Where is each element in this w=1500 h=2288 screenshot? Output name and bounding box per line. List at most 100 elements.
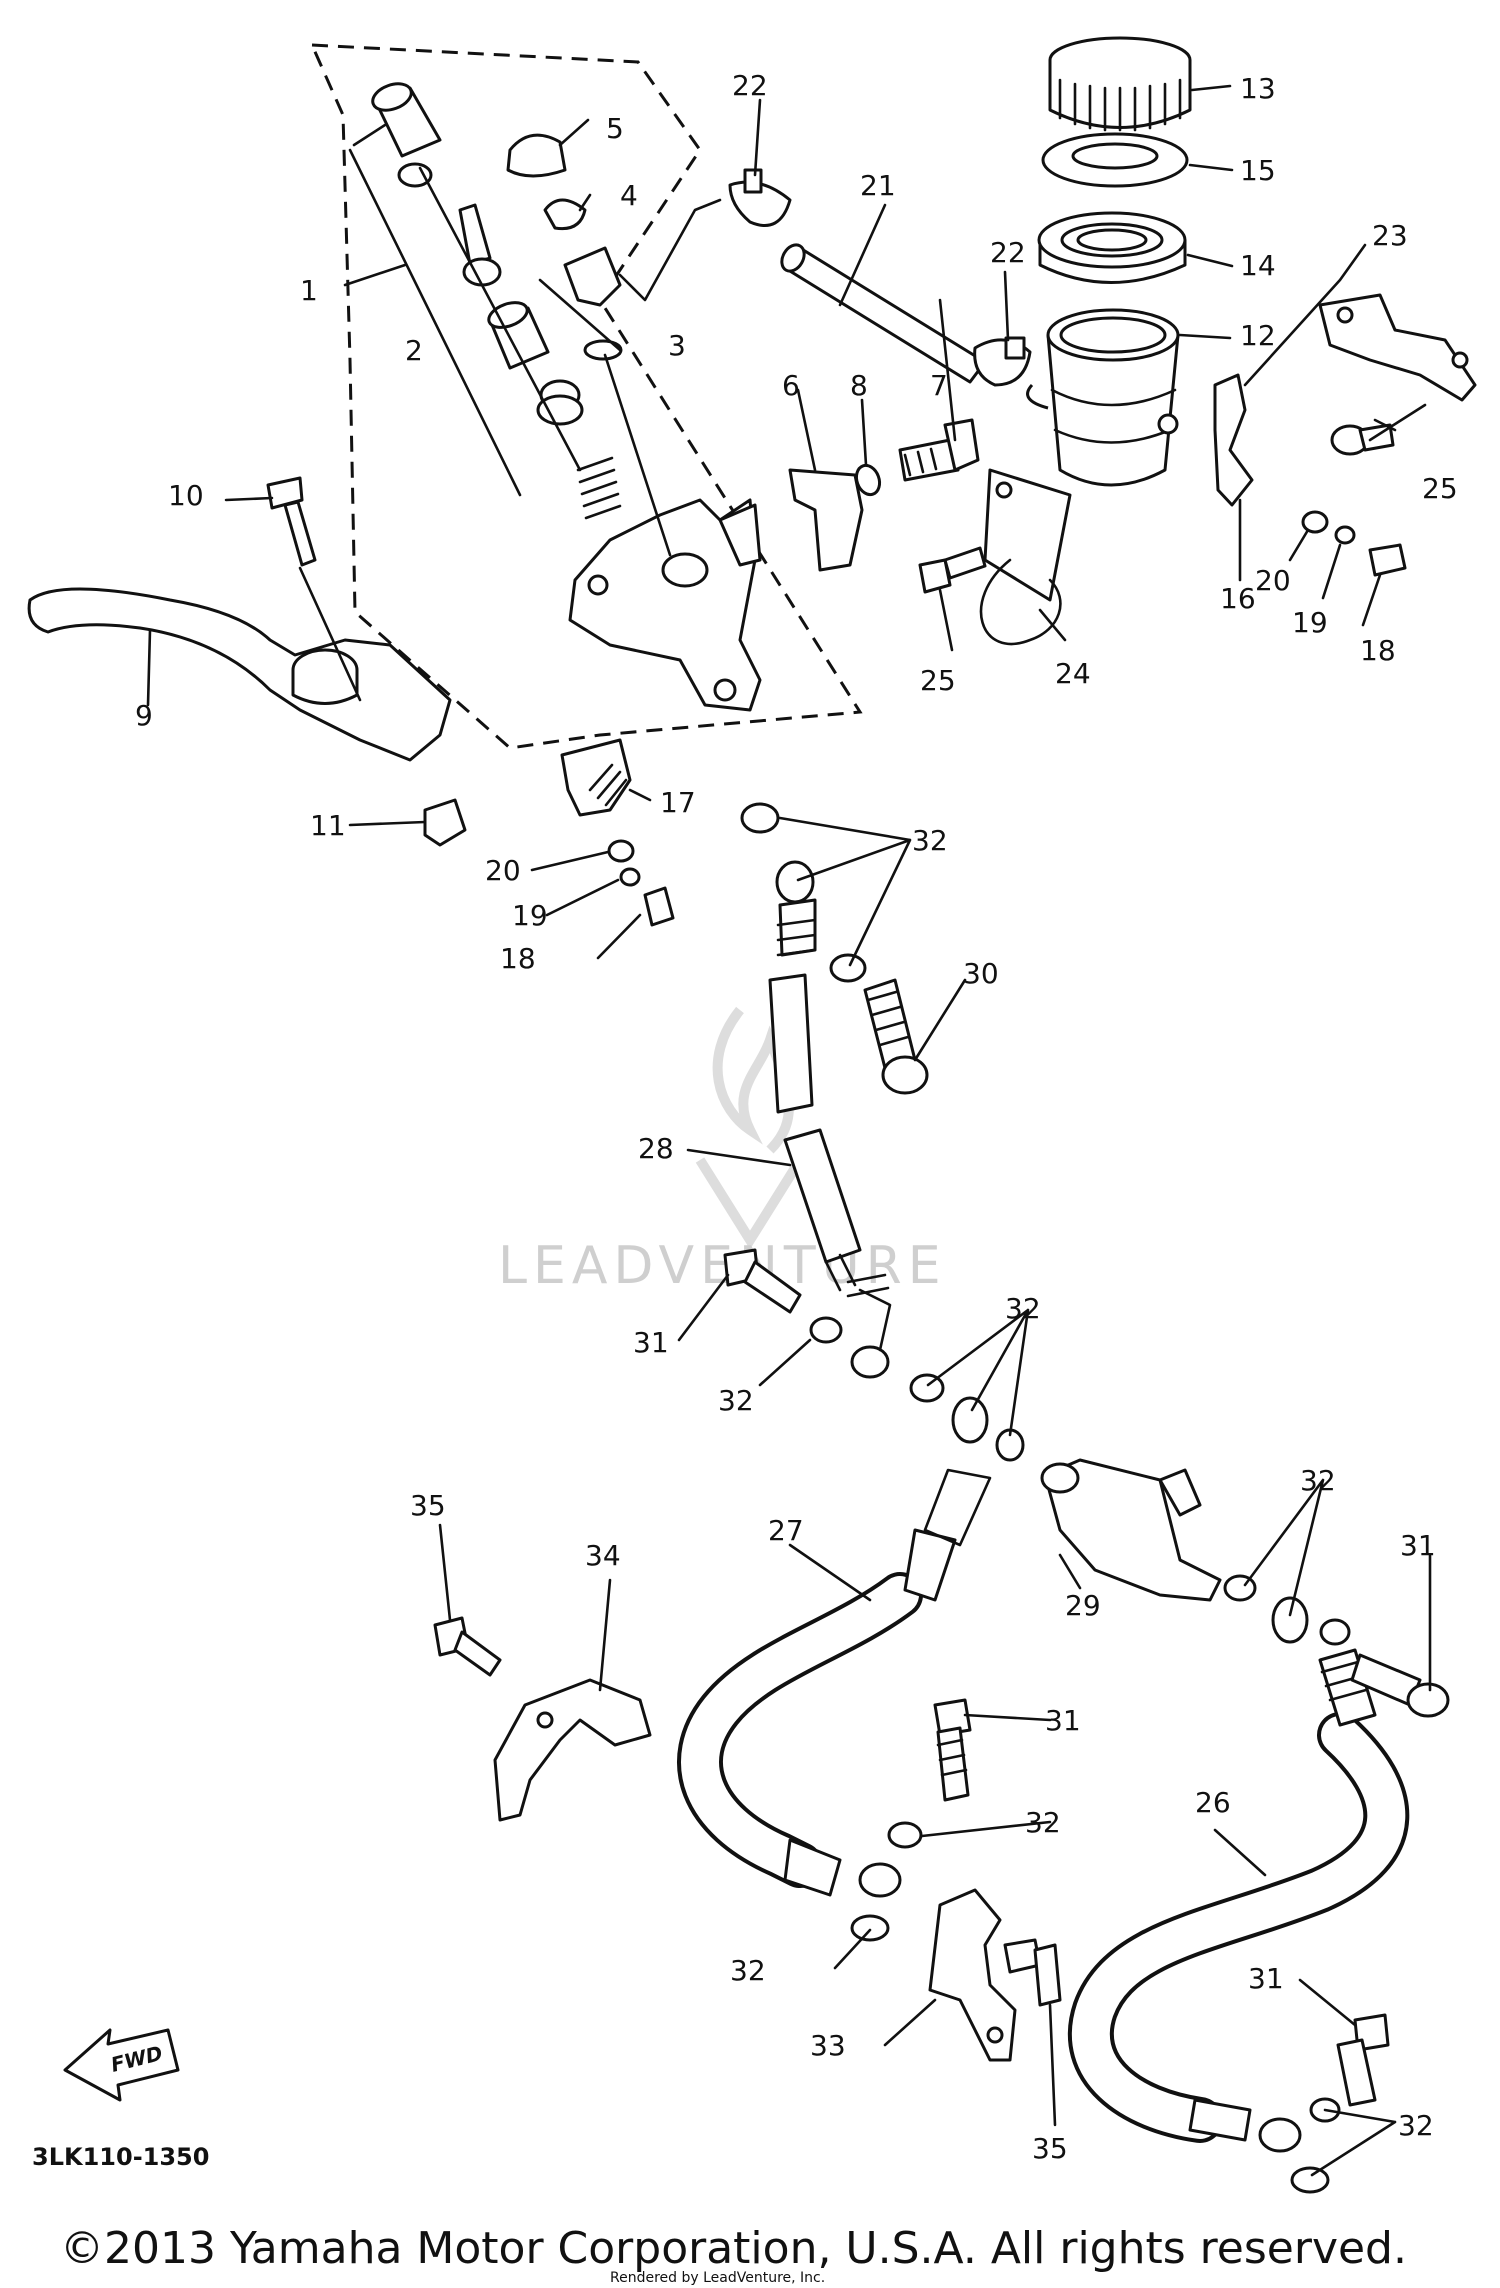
- callout-34: 34: [585, 1539, 621, 1572]
- leader-lines: [146, 84, 1432, 2177]
- banjo-bolt-31-low: [1309, 2013, 1390, 2123]
- kit-outline: [309, 43, 863, 750]
- callout-2: 2: [405, 334, 423, 367]
- callout-18-lower: 18: [500, 942, 536, 975]
- copyright-notice: ©2013 Yamaha Motor Corporation, U.S.A. A…: [60, 2223, 1407, 2274]
- callout-33: 33: [810, 2029, 846, 2062]
- callout-18-upper: 18: [1360, 634, 1396, 667]
- washer-32-bottom: [1290, 2166, 1330, 2194]
- callout-32-bottom: 32: [1398, 2109, 1434, 2142]
- callout-25-left: 25: [920, 664, 956, 697]
- screw-25-right: [1330, 423, 1395, 456]
- brake-switch: [560, 738, 632, 817]
- callout-1: 1: [300, 274, 318, 307]
- callout-24: 24: [1055, 657, 1091, 690]
- upper-banjo-fitting: [740, 802, 867, 983]
- screw-25-left: [918, 546, 987, 594]
- callout-35-upper: 35: [410, 1489, 446, 1522]
- callout-31-mid: 31: [1045, 1704, 1081, 1737]
- callout-5: 5: [606, 112, 624, 145]
- callout-6: 6: [782, 369, 800, 402]
- banjo-bolt-31-mid: [887, 1698, 972, 1849]
- bolt-35-upper: [433, 1616, 502, 1677]
- watermark-text: LEADVENTURE: [498, 1236, 947, 1296]
- screw-set-lower: [607, 839, 675, 927]
- callout-22-right: 22: [990, 236, 1026, 269]
- fitting-and-oring-3: [563, 198, 722, 557]
- callout-12: 12: [1240, 319, 1276, 352]
- render-credit: Rendered by LeadVenture, Inc.: [610, 2270, 825, 2286]
- screw-set-upper: [1301, 510, 1407, 577]
- pivot-bolt-10: [266, 476, 362, 702]
- bolt-35-lower: [1003, 1938, 1062, 2007]
- banjo-bolt-30: [863, 978, 929, 1095]
- reservoir-hose: [780, 243, 987, 384]
- callout-27: 27: [768, 1514, 804, 1547]
- callout-29: 29: [1065, 1589, 1101, 1622]
- piston-kit: [348, 82, 622, 520]
- callout-32-right: 32: [1300, 1464, 1336, 1497]
- callout-31-upper: 31: [633, 1326, 669, 1359]
- hose-clamp-lower: [973, 336, 1032, 387]
- reservoir-cap: [1048, 36, 1192, 132]
- switch-bracket: [1213, 373, 1254, 507]
- callout-17: 17: [660, 786, 696, 819]
- callout-20-upper: 20: [1255, 564, 1291, 597]
- callout-30: 30: [963, 957, 999, 990]
- circlip-4: [543, 198, 587, 231]
- callout-20-lower: 20: [485, 854, 521, 887]
- diaphragm-plate: [1041, 132, 1189, 188]
- callout-25-right: 25: [1422, 472, 1458, 505]
- reservoir-body: [1026, 308, 1180, 487]
- callout-19-upper: 19: [1292, 606, 1328, 639]
- brake-hose-joint-29: [1040, 1458, 1222, 1602]
- callout-22-left: 22: [732, 69, 768, 102]
- hose-clamp-upper: [728, 168, 792, 227]
- brake-lever: [27, 587, 452, 762]
- boot-5: [506, 133, 567, 178]
- banjo-bolt-31-upper: [723, 1248, 802, 1314]
- banjo-bolt-31-right: [1350, 1653, 1450, 1718]
- mounting-bracket: [1318, 293, 1477, 402]
- handlebar-holder: [788, 468, 864, 572]
- forward-arrow-icon: FWD: [63, 2028, 180, 2102]
- hose-guide-34: [493, 1678, 652, 1822]
- callout-35-lower: 35: [1032, 2132, 1068, 2165]
- diaphragm: [1037, 211, 1187, 284]
- callout-7: 7: [930, 369, 948, 402]
- callout-15: 15: [1240, 154, 1276, 187]
- washer-8: [854, 463, 882, 497]
- bolt-7: [898, 418, 980, 482]
- callout-10: 10: [168, 479, 204, 512]
- callout-labels: 1 2 3 4 5 6 7 8 9 10 11 12 13 14 15 16 1…: [135, 69, 1458, 2165]
- callout-4: 4: [620, 179, 638, 212]
- callout-3: 3: [668, 329, 686, 362]
- washer-32-low: [850, 1914, 890, 1942]
- brake-hose-26: [1067, 1648, 1410, 2153]
- callout-26: 26: [1195, 1786, 1231, 1819]
- callout-31-right: 31: [1400, 1529, 1436, 1562]
- brake-hose-27: [677, 1468, 992, 1898]
- callout-23: 23: [1372, 219, 1408, 252]
- washer-32-right: [1223, 1574, 1351, 1646]
- callout-21: 21: [860, 169, 896, 202]
- brake-hose-28: [768, 973, 892, 1379]
- callout-8: 8: [850, 369, 868, 402]
- callout-14: 14: [1240, 249, 1276, 282]
- reservoir-bracket: [979, 468, 1072, 646]
- callout-32-upper: 32: [912, 824, 948, 857]
- callout-32-mid: 32: [1005, 1292, 1041, 1325]
- diagram-part-code: 3LK110-1350: [32, 2143, 209, 2171]
- callout-32-lower-left: 32: [730, 1954, 766, 1987]
- callout-16: 16: [1220, 582, 1256, 615]
- master-cylinder-body: [568, 498, 762, 712]
- callout-32-left: 32: [718, 1384, 754, 1417]
- callout-11: 11: [310, 809, 346, 842]
- callout-31-low: 31: [1248, 1962, 1284, 1995]
- washer-32-mid: [809, 1316, 1025, 1462]
- callout-28: 28: [638, 1132, 674, 1165]
- callout-9: 9: [135, 699, 153, 732]
- callout-32-lower-mid: 32: [1025, 1806, 1061, 1839]
- callout-13: 13: [1240, 72, 1276, 105]
